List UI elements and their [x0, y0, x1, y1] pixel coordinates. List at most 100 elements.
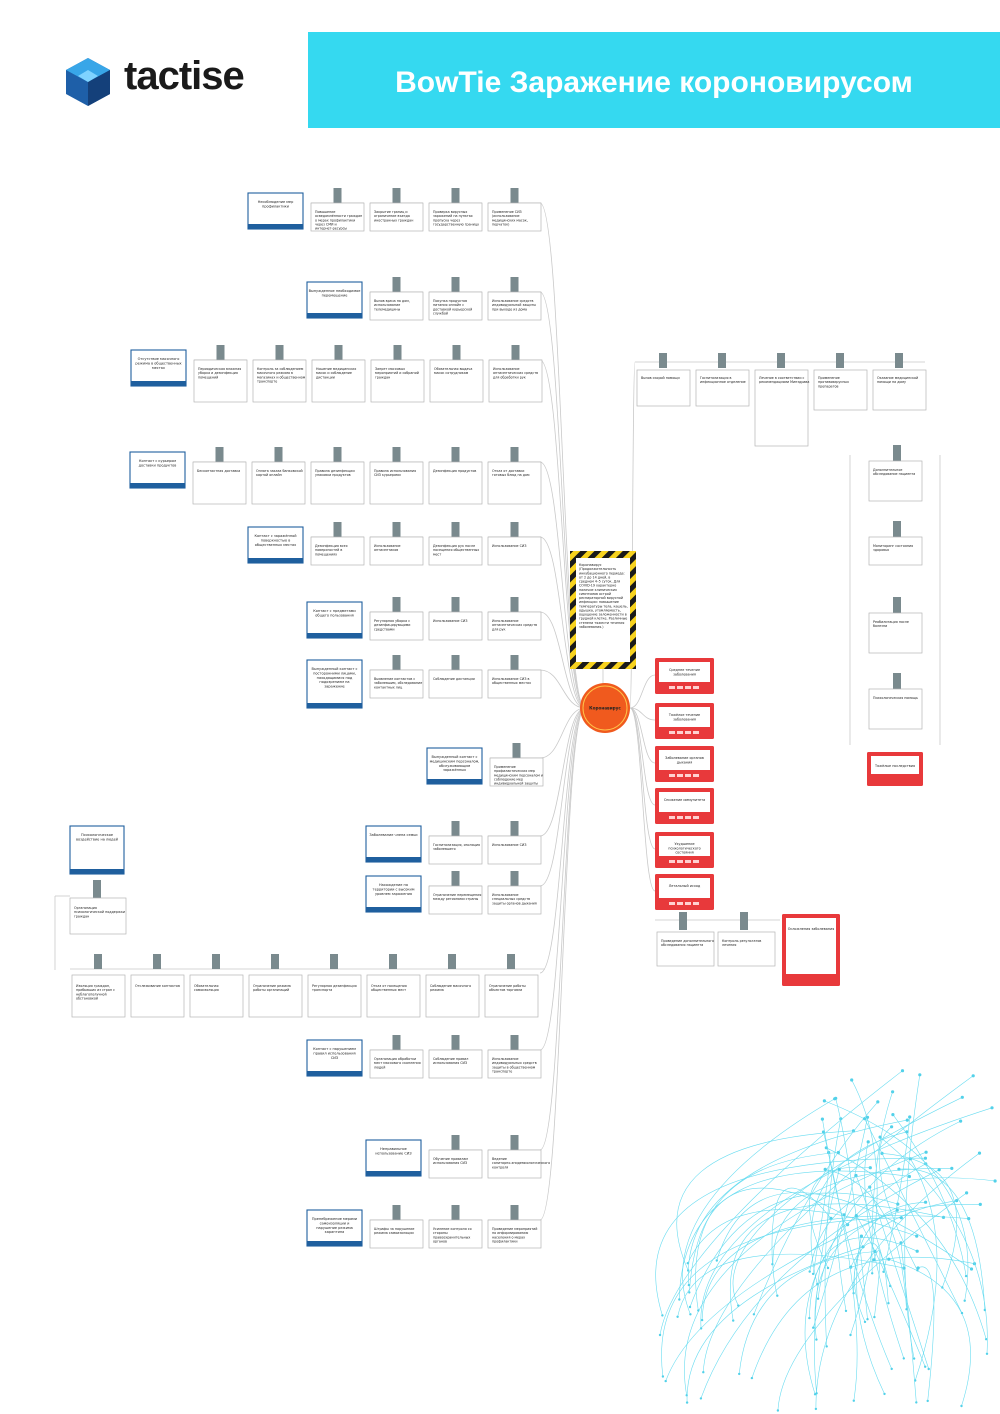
threat-11-connector — [539, 707, 586, 1051]
threat-2-bar — [131, 381, 186, 386]
threat-3-barrier-1-tab — [274, 447, 283, 462]
threat-6-barrier-2 — [487, 669, 542, 699]
threat-11-barrier-0 — [369, 1049, 424, 1079]
threat-0 — [247, 192, 304, 230]
threat-4-barrier-3-label: Использование СИЗ — [492, 544, 527, 548]
recovery-bottom-1-tab — [740, 912, 748, 930]
threat-10-barrier-1 — [130, 974, 185, 1018]
threat-3-barrier-5-tab — [510, 447, 519, 462]
threat-2-barrier-2-tab — [334, 345, 343, 360]
threat-13-barrier-0 — [369, 1219, 424, 1249]
threat-4-barrier-3 — [487, 536, 542, 566]
threat-9-barrier-1-tab — [510, 871, 519, 886]
threat-12-bar — [366, 1171, 421, 1176]
threat-11-barrier-0-tab — [392, 1035, 401, 1050]
threat-2-barrier-4-tab — [452, 345, 461, 360]
threat-10-barrier-2-tab — [212, 954, 220, 969]
threat-12 — [365, 1139, 422, 1177]
threat-3-barrier-1 — [251, 461, 306, 505]
threat-2-barrier-0-tab — [216, 345, 225, 360]
threat-0-barrier-2 — [428, 202, 483, 232]
threat-2-barrier-5-tab — [511, 345, 520, 360]
threat-2-connector — [539, 359, 586, 709]
threat-6-barrier-1 — [428, 669, 483, 699]
threat-8-barrier-0 — [428, 835, 483, 865]
threat-10-barrier-4-tab — [330, 954, 338, 969]
threat-11-barrier-1 — [428, 1049, 483, 1079]
threat-13 — [306, 1209, 363, 1247]
consequence-2-inner — [659, 750, 710, 770]
threat-13-barrier-2-tab — [510, 1205, 519, 1220]
threat-5-bar — [307, 633, 362, 638]
threat-11-barrier-2 — [487, 1049, 542, 1079]
threat-8-barrier-1 — [487, 835, 542, 865]
decorative-network — [655, 1069, 997, 1412]
threat-10-barrier-1-label: Отслеживание контактов — [135, 984, 180, 988]
threat-9-barrier-1 — [487, 885, 542, 915]
consequence-5-connector — [629, 707, 656, 892]
recovery-final-inner — [871, 756, 919, 774]
threat-3-barrier-4-tab — [451, 447, 460, 462]
threat-10-barrier-3 — [248, 974, 303, 1018]
threat-3-barrier-0-label: Бесконтактная доставка — [197, 469, 240, 473]
threat-7 — [426, 747, 483, 785]
threat-1-bar — [307, 313, 362, 318]
recovery-column-2-tab — [893, 597, 901, 613]
threat-5-barrier-0-tab — [392, 597, 401, 612]
threat-12-barrier-0 — [428, 1149, 483, 1179]
threat-1-barrier-2 — [487, 291, 542, 321]
recovery-top-0-label: Вызов скорой помощи — [641, 376, 680, 380]
threat-11-barrier-1-tab — [451, 1035, 460, 1050]
threat-8-connector — [539, 707, 586, 837]
threat-9-barrier-0-tab — [451, 871, 460, 886]
threat-11 — [306, 1039, 363, 1077]
recovery-top-connector — [629, 361, 636, 709]
consequence-3-connector — [629, 707, 656, 806]
consequence-1-connector — [629, 707, 656, 721]
threat-10-barrier-0 — [71, 974, 126, 1018]
threat-12-barrier-0-tab — [451, 1135, 460, 1150]
threat-3-barrier-2 — [310, 461, 365, 505]
consequence-4-inner — [659, 836, 710, 856]
recovery-final-label: Тяжёлые последствия — [874, 764, 915, 768]
threat-4-connector — [539, 536, 586, 709]
threat-12-connector — [539, 707, 586, 1151]
threat-2-barrier-3-tab — [393, 345, 402, 360]
threat-6-barrier-0-tab — [392, 655, 401, 670]
hazard-box — [576, 558, 630, 662]
threat-5-barrier-2-tab — [510, 597, 519, 612]
bottom-consequence-label: Осложнения заболевания — [788, 927, 835, 931]
recovery-column-1-tab — [893, 521, 901, 537]
consequence-1-inner — [659, 707, 710, 727]
threat-0-barrier-0 — [310, 202, 365, 232]
